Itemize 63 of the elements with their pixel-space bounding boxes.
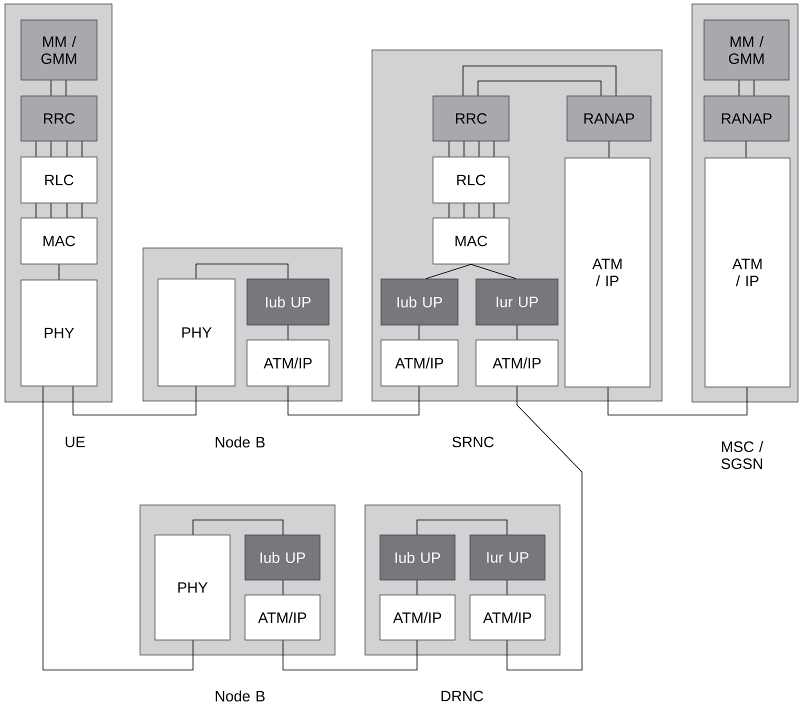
- protocol-box: RRC: [432, 96, 510, 142]
- connector-line: [282, 580, 284, 596]
- connector-line: [506, 580, 508, 596]
- protocol-box: ATM/IP: [380, 340, 458, 386]
- device-label: SRNC: [452, 436, 494, 448]
- protocol-box: PHY: [20, 280, 98, 386]
- protocol-box: Iur UP: [470, 534, 546, 580]
- connector-line: [470, 264, 516, 280]
- protocol-box: PHY: [158, 278, 236, 386]
- connector-line: [66, 140, 68, 158]
- connector-line: [738, 80, 740, 96]
- protocol-box: Iub UP: [380, 278, 458, 326]
- protocol-box: ATM/IP: [470, 594, 546, 640]
- protocol-box: PHY: [154, 534, 230, 640]
- protocol-box: RRC: [20, 96, 98, 142]
- protocol-box: ATM/IP: [244, 594, 320, 640]
- connector-line: [478, 80, 602, 96]
- protocol-box: ATM/IP: [476, 340, 558, 386]
- protocol-box: Iub UP: [380, 534, 456, 580]
- protocol-box: RANAP: [704, 96, 790, 142]
- device-label: MSC / SGSN: [721, 441, 764, 469]
- connector-line: [448, 140, 450, 158]
- connector-line: [506, 386, 582, 670]
- connector-line: [196, 264, 288, 280]
- connector-line: [58, 264, 60, 280]
- protocol-box: Iub UP: [244, 534, 320, 580]
- protocol-box: ATM/IP: [380, 594, 456, 640]
- connector-line: [50, 202, 52, 218]
- protocol-box: ATM / IP: [704, 158, 790, 388]
- connector-line: [416, 520, 508, 536]
- connector-line: [72, 386, 196, 416]
- connector-line: [608, 386, 748, 416]
- connector-line: [42, 386, 194, 670]
- protocol-box: MM / GMM: [704, 20, 790, 80]
- protocol-box: RLC: [20, 156, 98, 204]
- connector-line: [416, 580, 418, 596]
- device-label: Node B: [216, 690, 265, 702]
- protocol-box: MAC: [432, 218, 510, 264]
- protocol-box: MAC: [20, 218, 98, 264]
- protocol-box: Iur UP: [476, 278, 558, 326]
- connector-line: [50, 80, 52, 96]
- connector-line: [192, 520, 284, 536]
- connector-line: [478, 140, 480, 158]
- device-label: Node B: [216, 436, 265, 448]
- protocol-box: MM / GMM: [20, 20, 98, 80]
- connector-line: [516, 324, 518, 340]
- connector-line: [288, 386, 420, 416]
- connector-line: [426, 264, 472, 280]
- connector-line: [66, 202, 68, 218]
- connector-line: [50, 140, 52, 158]
- device-label: DRNC: [442, 690, 484, 702]
- connector-line: [448, 202, 450, 218]
- protocol-box: RLC: [432, 156, 510, 204]
- connector-line: [478, 202, 480, 218]
- protocol-box: RANAP: [566, 96, 652, 142]
- connector-line: [418, 324, 420, 340]
- connector-line: [462, 66, 616, 96]
- connector-line: [608, 140, 610, 158]
- protocol-box: ATM/IP: [246, 340, 330, 386]
- connector-line: [282, 640, 418, 670]
- protocol-box: Iub UP: [246, 278, 330, 326]
- device-label: UE: [66, 436, 85, 448]
- protocol-box: ATM / IP: [564, 158, 650, 388]
